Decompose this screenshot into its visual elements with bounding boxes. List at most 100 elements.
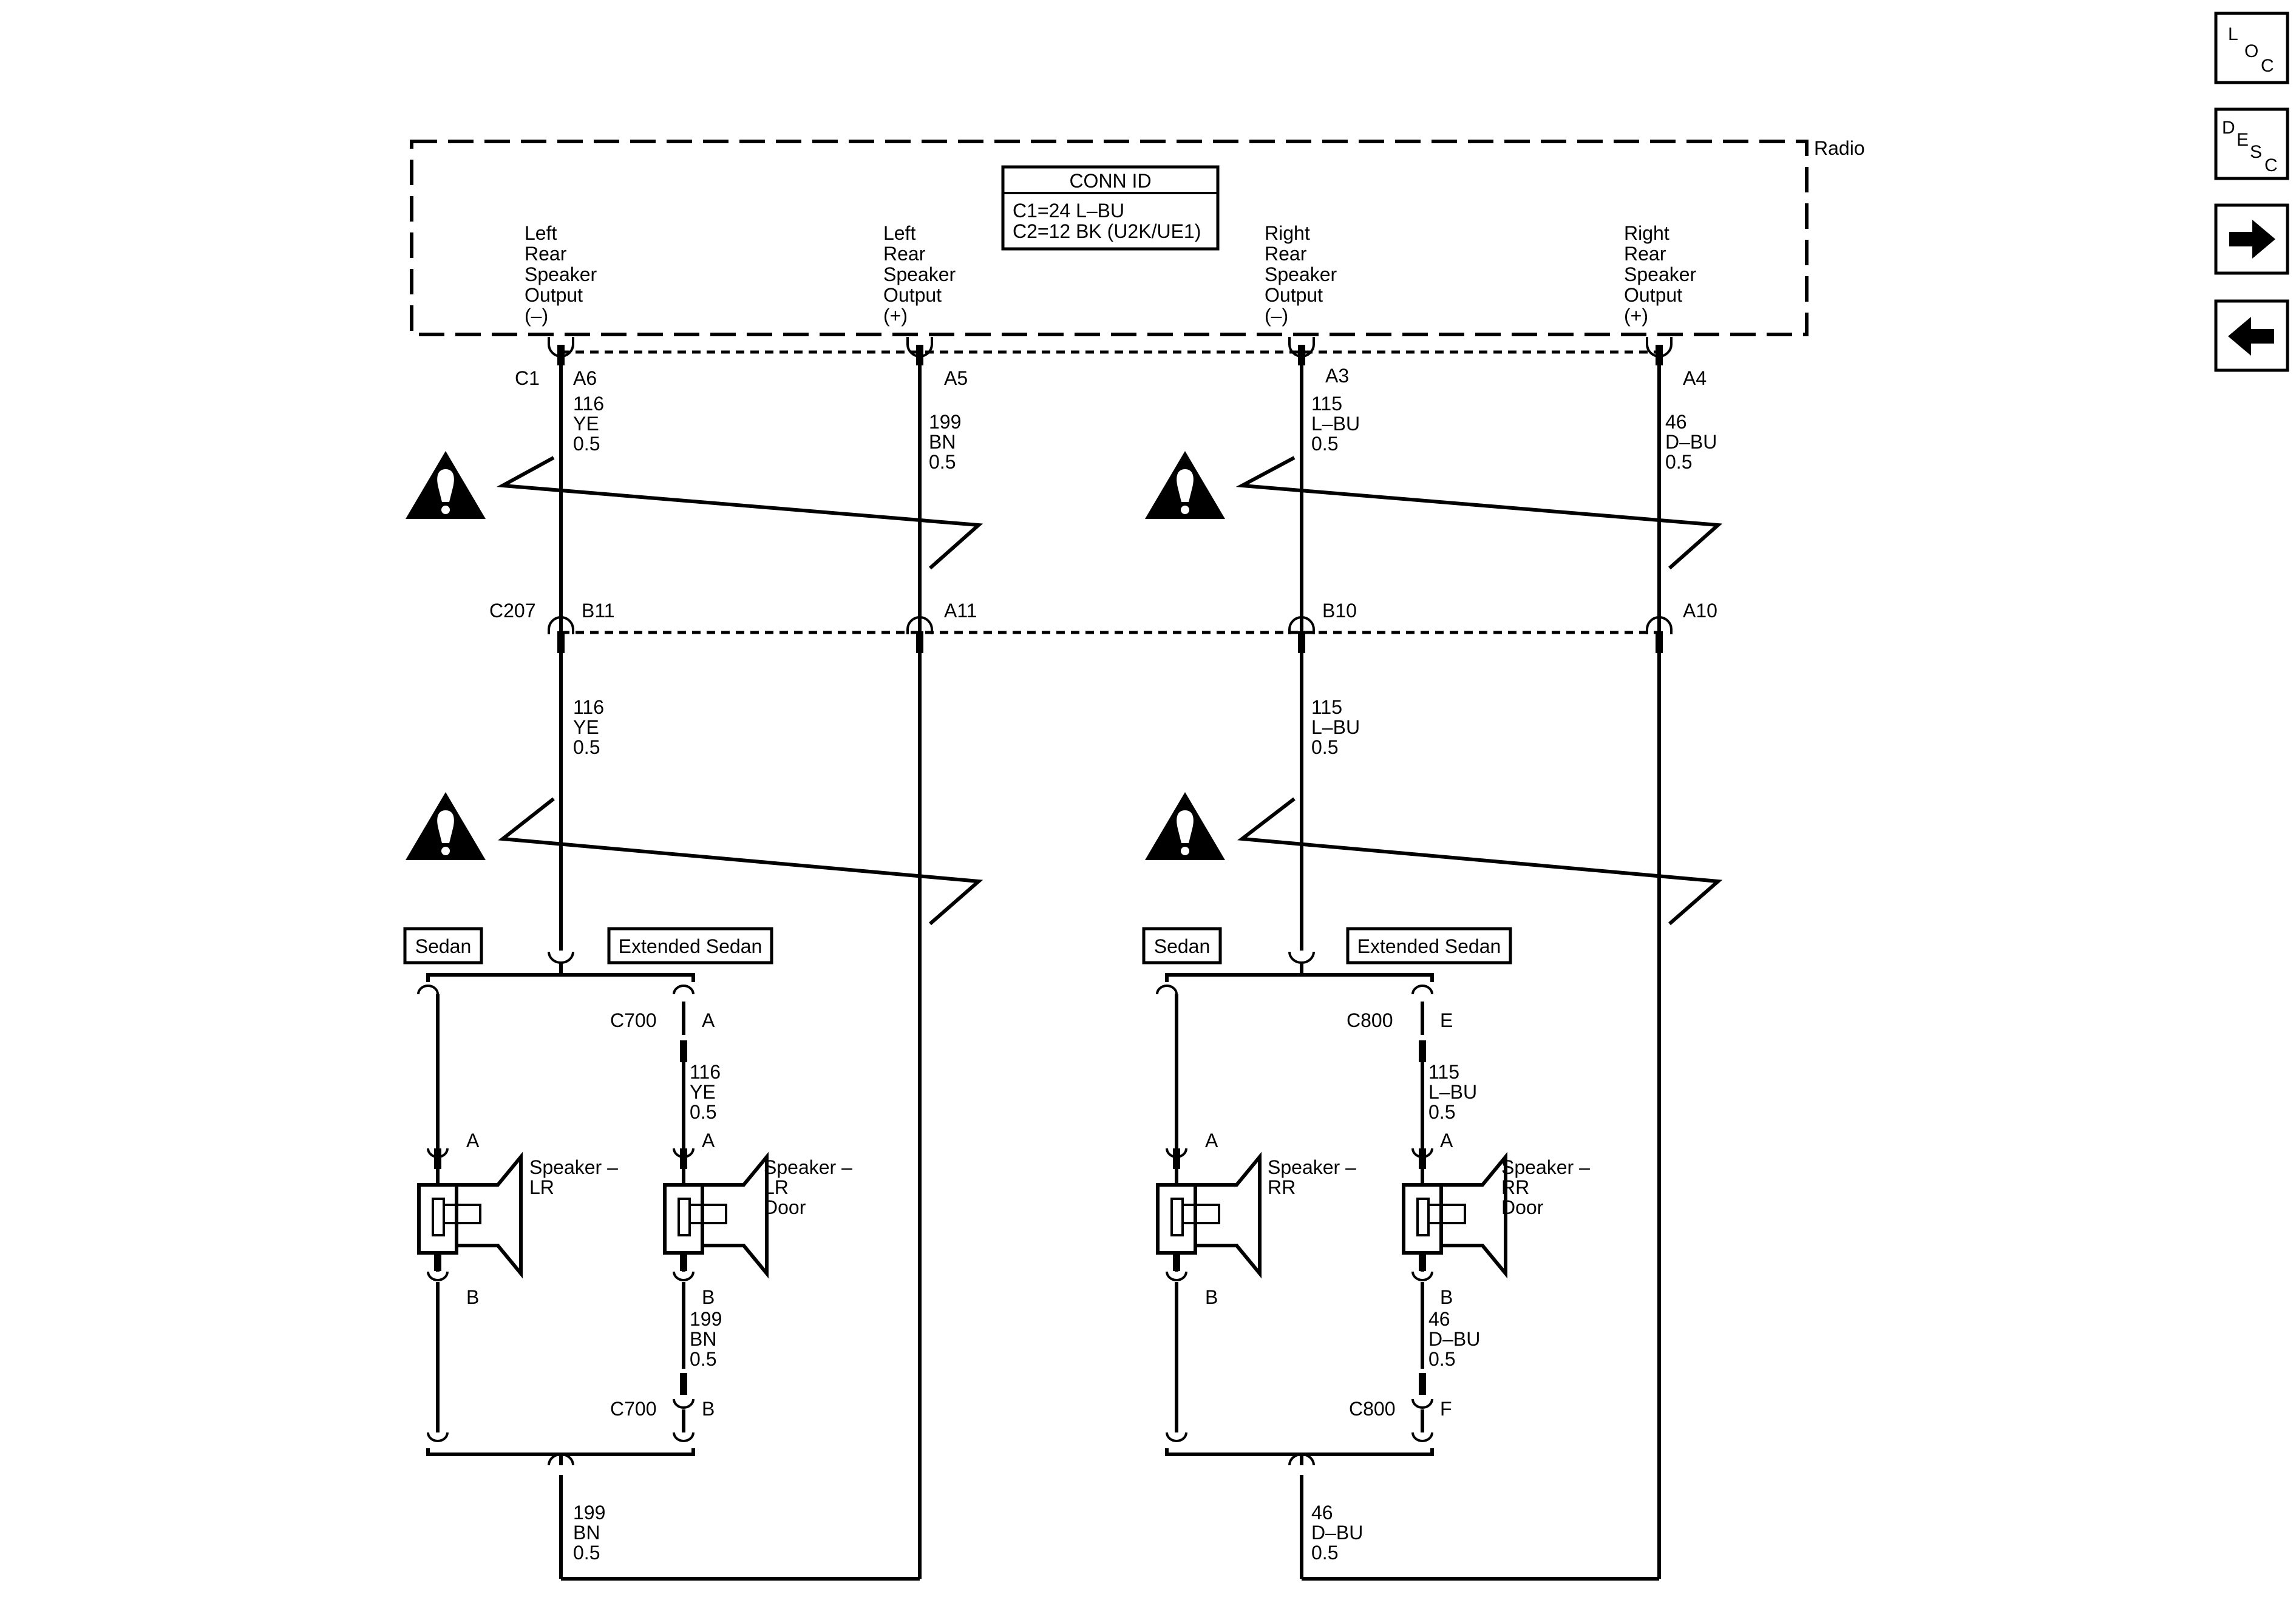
output-label-line: Output <box>883 284 942 306</box>
wire-label-lbu-lower: 115 L–BU 0.5 <box>1428 1061 1477 1123</box>
prev-arrow-button[interactable] <box>2214 299 2289 372</box>
wire-label-line: 46 <box>1665 411 1687 433</box>
output-label-line: (–) <box>1265 305 1288 327</box>
arrow-left-icon <box>2228 317 2274 356</box>
output-label-line: Output <box>525 284 583 306</box>
wire-label-bn-bottom: 199 BN 0.5 <box>573 1502 605 1564</box>
output-label-line: Left <box>883 222 915 244</box>
output-label-line: Right <box>1265 222 1310 244</box>
radio-module-outline <box>410 140 1809 336</box>
speaker-label-line: Door <box>1501 1196 1544 1218</box>
conn-id-title: CONN ID <box>1069 170 1151 192</box>
pin-label: A <box>702 1130 715 1151</box>
wire-label-line: D–BU <box>1665 431 1717 453</box>
pin-label: B <box>702 1398 715 1420</box>
wire-label-line: 0.5 <box>1428 1348 1455 1370</box>
pin-label: F <box>1440 1398 1452 1420</box>
wire-label-line: YE <box>573 413 599 435</box>
pin-label: A <box>702 1009 715 1031</box>
pin-label: A10 <box>1683 600 1717 622</box>
variant-label: Sedan <box>415 935 472 957</box>
loc-button-letter: C <box>2261 56 2274 76</box>
rr-speaker-group <box>1156 951 1659 1581</box>
c800-connector-label: C800 <box>1349 1398 1396 1420</box>
pin-label: A11 <box>944 600 977 622</box>
pin-label: A <box>1440 1130 1453 1151</box>
speaker-label-line: Door <box>764 1196 806 1218</box>
wire-label-line: 0.5 <box>573 736 600 758</box>
output-label-line: Output <box>1265 284 1323 306</box>
speaker-label-line: LR <box>529 1176 554 1198</box>
wire-label-line: 199 <box>690 1308 722 1330</box>
speaker-label-line: Speaker – <box>1268 1156 1356 1178</box>
twisted-pair-break <box>1235 456 1723 570</box>
output-label-line: Output <box>1624 284 1682 306</box>
desc-button-letter: D <box>2222 118 2235 138</box>
wire-label-line: 116 <box>573 696 604 718</box>
twisted-pair-break <box>496 456 983 570</box>
variant-sedan-right: Sedan <box>1142 927 1222 964</box>
wire-label-line: 199 <box>573 1502 605 1524</box>
pin-label: A3 <box>1325 365 1349 387</box>
wire-label-line: 0.5 <box>1428 1101 1455 1123</box>
output-label-lr-neg: Left Rear Speaker Output (–) <box>525 222 597 327</box>
wire-label-line: L–BU <box>1311 413 1360 435</box>
c800-connector-label: C800 <box>1347 1009 1393 1031</box>
c207-terminals <box>548 616 1673 653</box>
output-label-line: Rear <box>525 243 567 265</box>
output-label-line: Speaker <box>525 263 597 285</box>
variant-extended-right: Extended Sedan <box>1346 927 1512 964</box>
c1-terminals <box>548 337 1673 365</box>
wire-label-line: D–BU <box>1311 1522 1363 1544</box>
pin-label: B <box>1205 1286 1218 1308</box>
pin-label: A6 <box>573 367 597 389</box>
warning-icon <box>1145 451 1225 519</box>
output-label-line: Speaker <box>1624 263 1697 285</box>
wire-label-line: 0.5 <box>1311 1542 1338 1564</box>
warning-icon <box>1145 792 1225 860</box>
c207-connector-label: C207 <box>489 600 536 622</box>
wire-label-ye-middle: 116 YE 0.5 <box>573 696 604 758</box>
wire-label-dbu-upper: 46 D–BU 0.5 <box>1665 411 1717 473</box>
wire-label-ye-upper: 116 YE 0.5 <box>573 393 604 455</box>
pin-label: B11 <box>582 600 615 622</box>
c700-connector-label: C700 <box>610 1398 657 1420</box>
c1-connector-label: C1 <box>515 367 540 389</box>
wire-label-line: BN <box>929 431 956 453</box>
output-label-line: Right <box>1624 222 1669 244</box>
desc-button-letter: C <box>2264 155 2278 175</box>
speaker-rr-label: Speaker – RR <box>1268 1156 1356 1198</box>
output-label-rr-neg: Right Rear Speaker Output (–) <box>1265 222 1337 327</box>
output-label-line: (–) <box>525 305 548 327</box>
wire-label-line: BN <box>573 1522 600 1544</box>
speaker-label-line: Speaker – <box>529 1156 618 1178</box>
wire-label-line: 0.5 <box>573 1542 600 1564</box>
variant-extended-left: Extended Sedan <box>607 927 773 964</box>
wire-label-ye-lower: 116 YE 0.5 <box>690 1061 721 1123</box>
loc-button[interactable]: L O C <box>2214 12 2289 84</box>
next-arrow-button[interactable] <box>2214 203 2289 275</box>
speaker-lr-door-label: Speaker – LR Door <box>764 1156 852 1218</box>
arrow-right-icon <box>2229 220 2275 259</box>
output-label-line: Rear <box>1265 243 1307 265</box>
wire-label-line: D–BU <box>1428 1328 1480 1350</box>
wire-label-line: 46 <box>1428 1308 1450 1330</box>
desc-button[interactable]: D E S C <box>2214 107 2289 180</box>
warning-icon <box>406 792 486 860</box>
output-label-rr-pos: Right Rear Speaker Output (+) <box>1624 222 1697 327</box>
pin-label: A <box>1205 1130 1218 1151</box>
wire-label-lbu-upper: 115 L–BU 0.5 <box>1311 393 1360 455</box>
wire-label-lbu-middle: 115 L–BU 0.5 <box>1311 696 1360 758</box>
speaker-label-line: Speaker – <box>764 1156 852 1178</box>
wire-label-line: 116 <box>690 1061 721 1083</box>
output-label-line: (+) <box>1624 305 1648 327</box>
pin-label: A <box>466 1130 480 1151</box>
conn-id-line: C1=24 L–BU <box>1013 200 1124 222</box>
wire-label-line: 0.5 <box>690 1348 716 1370</box>
twisted-pair-break <box>1237 797 1723 926</box>
wire-label-dbu-door: 46 D–BU 0.5 <box>1428 1308 1480 1370</box>
speaker-lr-label: Speaker – LR <box>529 1156 618 1198</box>
pin-label: B <box>1440 1286 1453 1308</box>
wire-label-line: 0.5 <box>1311 736 1338 758</box>
